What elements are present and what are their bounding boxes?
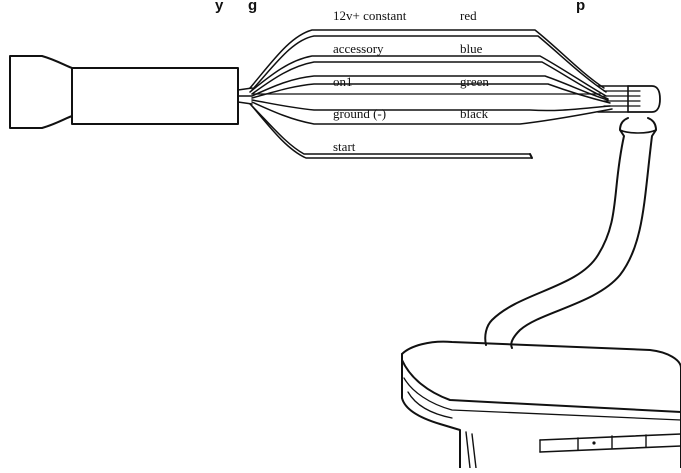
wire-function-label: ground (-): [333, 106, 386, 121]
wire-labels: 12v+ constant red accessory blue on1 gre…: [333, 8, 489, 154]
wire-color-label: green: [460, 74, 489, 89]
wire-harness: [249, 29, 613, 159]
control-module: [401, 340, 681, 469]
wire-color-label: red: [460, 8, 477, 23]
header-fragment-1: y: [215, 0, 224, 14]
harness-plug: [597, 85, 661, 113]
header-fragment-3: p: [576, 0, 585, 14]
wire-function-label: 12v+ constant: [333, 8, 407, 23]
wire-color-label: black: [460, 106, 489, 121]
module-cable: [484, 117, 657, 349]
module-led-icon: [592, 441, 596, 445]
wire-function-label: accessory: [333, 41, 384, 56]
header-fragment-2: g: [248, 0, 257, 14]
wire-function-label: on1: [333, 74, 353, 89]
wire-color-label: blue: [460, 41, 483, 56]
diagram-header: y g p: [215, 0, 585, 14]
ignition-connector: [9, 55, 253, 129]
wire-function-label: start: [333, 139, 356, 154]
